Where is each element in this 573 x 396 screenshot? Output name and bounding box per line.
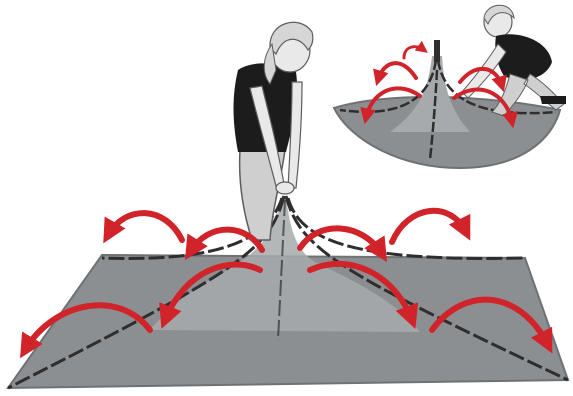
inset-arrow-top — [404, 47, 424, 58]
inset-person-shirt — [495, 34, 552, 80]
person-hands — [276, 182, 294, 194]
inset-arrow-back-left — [378, 63, 416, 80]
arrow-back-left-outer — [108, 213, 182, 240]
inset-pole — [434, 40, 440, 62]
main-person — [234, 22, 313, 240]
arrow-back-right-outer — [392, 211, 466, 242]
inset-scene — [334, 5, 566, 168]
inset-person-shoe — [540, 96, 566, 104]
main-tarp — [8, 196, 568, 388]
